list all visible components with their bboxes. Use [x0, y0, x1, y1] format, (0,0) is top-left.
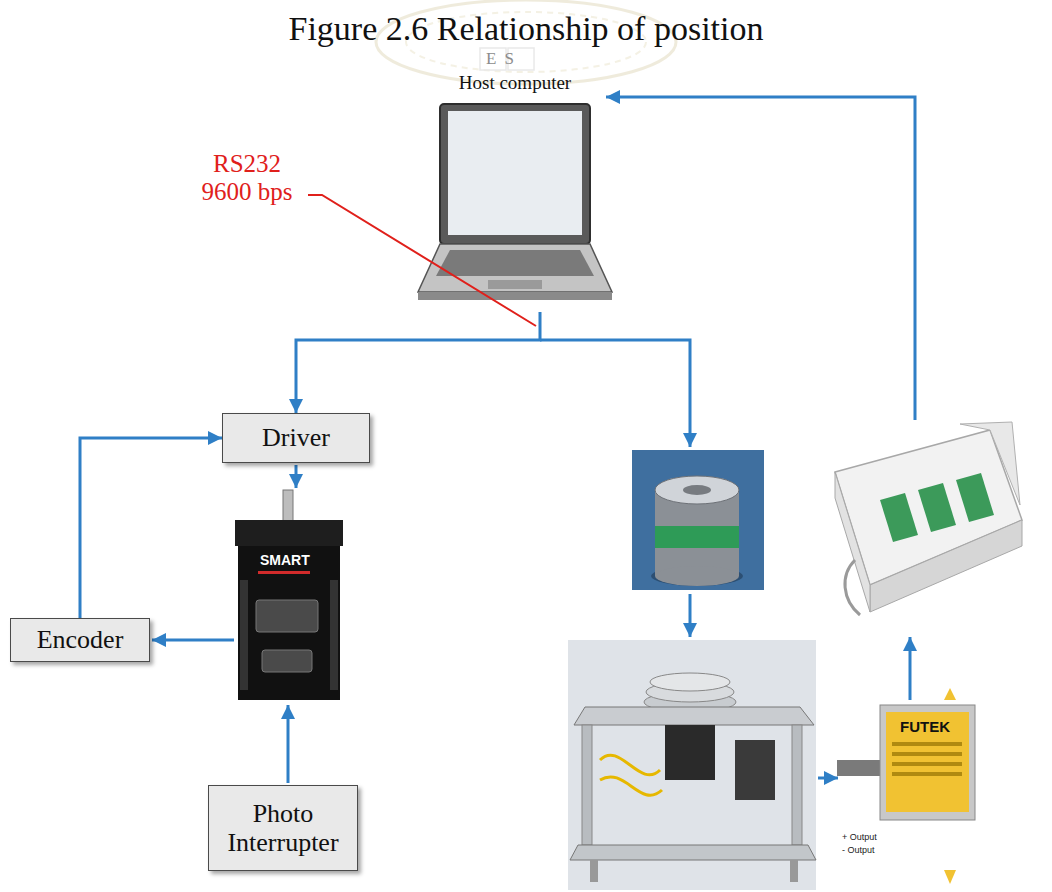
stepper-motor [262, 650, 312, 672]
signal-arrow [818, 777, 838, 780]
stepper-motor [238, 546, 340, 700]
electromagnet [632, 450, 764, 590]
signal-arrow [540, 340, 690, 447]
test-apparatus [650, 673, 730, 691]
electromagnet [655, 526, 739, 548]
daq-device [956, 473, 994, 522]
electromagnet [632, 450, 764, 590]
pin-label: + Output [842, 833, 877, 843]
stepper-motor [235, 490, 343, 700]
test-apparatus [582, 725, 592, 845]
test-apparatus [568, 640, 816, 890]
test-apparatus [790, 860, 798, 882]
stepper-motor [330, 580, 338, 690]
load-cell [837, 760, 883, 776]
test-apparatus [590, 860, 598, 882]
watermark-letters: ES [486, 50, 522, 69]
figure-caption: Figure 2.6 Relationship of position [0, 10, 1052, 48]
driver-box: Driver [222, 413, 370, 463]
test-apparatus [735, 740, 775, 800]
stepper-motor [235, 520, 343, 546]
test-apparatus [568, 640, 816, 890]
host-computer: Host computer [420, 72, 610, 312]
encoder-box: Encoder [10, 618, 150, 662]
laptop-illustration [418, 244, 612, 292]
load-cell [892, 752, 962, 756]
node-text: Host computer [459, 72, 571, 93]
brand-logo: FUTEK [900, 719, 950, 736]
signal-arrow [152, 639, 234, 642]
signal-connector [296, 312, 540, 413]
electromagnet [655, 476, 739, 504]
stepper-motor [283, 490, 293, 522]
laptop-illustration [448, 111, 582, 235]
laptop-illustration [436, 250, 594, 276]
test-apparatus [600, 755, 660, 775]
stepper-motor [240, 580, 248, 690]
daq-device [918, 483, 956, 532]
laptop-illustration [488, 280, 542, 289]
test-apparatus [665, 725, 715, 780]
node-text: Encoder [37, 625, 124, 654]
signal-arrow [909, 637, 912, 700]
laptop-illustration [418, 292, 612, 300]
load-cell [837, 688, 975, 884]
signal-arrow [295, 465, 298, 488]
interface-label: RS232 9600 bps [186, 150, 308, 205]
signal-connector [80, 438, 222, 618]
daq-device [835, 422, 1022, 615]
leader-line [308, 195, 536, 326]
daq-device [835, 472, 870, 612]
load-cell [892, 772, 962, 776]
test-apparatus [792, 725, 802, 845]
pin-label: - Output [842, 846, 875, 856]
load-cell [892, 762, 962, 766]
load-cell [944, 688, 956, 700]
stepper-motor [258, 571, 310, 574]
daq-device [845, 560, 860, 615]
test-apparatus [570, 845, 816, 860]
daq-device [880, 493, 918, 542]
signal-arrow [606, 97, 915, 420]
electromagnet [655, 566, 739, 586]
signal-arrow [287, 705, 290, 783]
electromagnet [683, 485, 711, 495]
laptop-illustration [440, 104, 590, 244]
stepper-motor [256, 600, 318, 632]
test-apparatus [574, 707, 814, 725]
load-cell [892, 742, 962, 746]
load-cell [944, 870, 956, 884]
sensor-box: Photo Interrupter [208, 785, 358, 871]
signal-arrow [689, 594, 692, 637]
load-cell [886, 712, 969, 812]
node-text: Photo Interrupter [209, 799, 357, 857]
test-apparatus [600, 777, 662, 795]
node-text: Driver [262, 423, 330, 452]
load-cell [880, 705, 975, 820]
brand-logo: SMART [260, 553, 310, 568]
